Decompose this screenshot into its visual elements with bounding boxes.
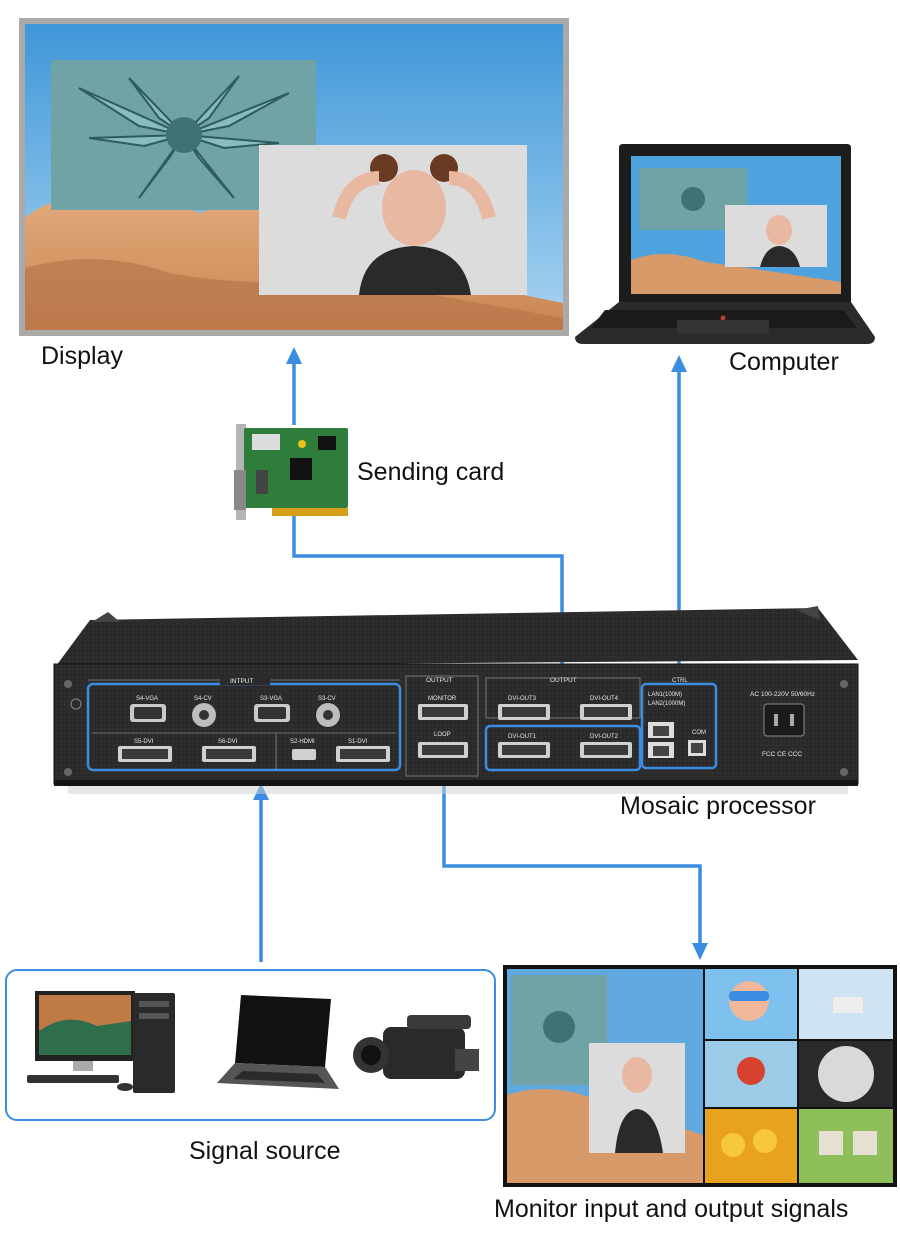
camcorder-icon (353, 1015, 479, 1079)
port-label-lan2: LAN2(1000M) (648, 701, 685, 707)
power-rating: AC 100-220V 50/60Hz (750, 691, 815, 698)
port-label-dvi-out3: DVI-OUT3 (508, 696, 537, 702)
signal-source-box (5, 969, 496, 1121)
port-label-s4-vga: S4-VGA (136, 696, 158, 702)
display-label: Display (41, 342, 123, 370)
port-label-s1-dvi: S1-DVI (348, 739, 368, 745)
port-label-s4-cv: S4-CV (194, 696, 212, 702)
output-title-right: OUTPUT (550, 677, 577, 684)
port-label-s3-vga: S3-VGA (260, 696, 282, 702)
desktop-computer-icon (27, 991, 175, 1093)
port-label-dvi-out2: DVI-OUT2 (590, 734, 619, 740)
port-label-loop: LOOP (434, 732, 451, 738)
input-title: INTPUT (230, 678, 254, 685)
port-label-lan1: LAN1(100M) (648, 692, 682, 698)
output-title-left: OUTPUT (426, 677, 453, 684)
port-label-s3-cv: S3-CV (318, 696, 336, 702)
sending-card-label: Sending card (357, 458, 505, 486)
laptop-image (575, 142, 875, 347)
signal-source-label: Signal source (189, 1137, 341, 1165)
computer-label: Computer (729, 348, 839, 376)
port-label-s5-dvi: S5-DVI (134, 739, 154, 745)
s2-hdmi-port[interactable] (292, 749, 316, 760)
laptop-icon (217, 995, 339, 1089)
processor-label: Mosaic processor (620, 792, 816, 820)
port-label-monitor: MONITOR (428, 696, 457, 702)
port-label-com: COM (692, 730, 706, 736)
ctrl-title: CTRL (672, 678, 688, 684)
port-label-s6-dvi: S6-DVI (218, 739, 238, 745)
port-label-dvi-out4: DVI-OUT4 (590, 696, 619, 702)
certifications: FCC CE CCC (762, 751, 802, 758)
monitor-label: Monitor input and output signals (494, 1195, 849, 1223)
display-screen (19, 18, 569, 336)
port-label-dvi-out1: DVI-OUT1 (508, 734, 537, 740)
port-label-s2-hdmi: S2-HDMI (290, 739, 315, 745)
mosaic-processor: INTPUT S4-VGA S4-CV S3-VGA S3-CV S5-DVI … (48, 600, 870, 800)
sending-card-image (232, 420, 352, 528)
monitor-screen (503, 965, 897, 1187)
power-socket[interactable] (763, 703, 805, 737)
